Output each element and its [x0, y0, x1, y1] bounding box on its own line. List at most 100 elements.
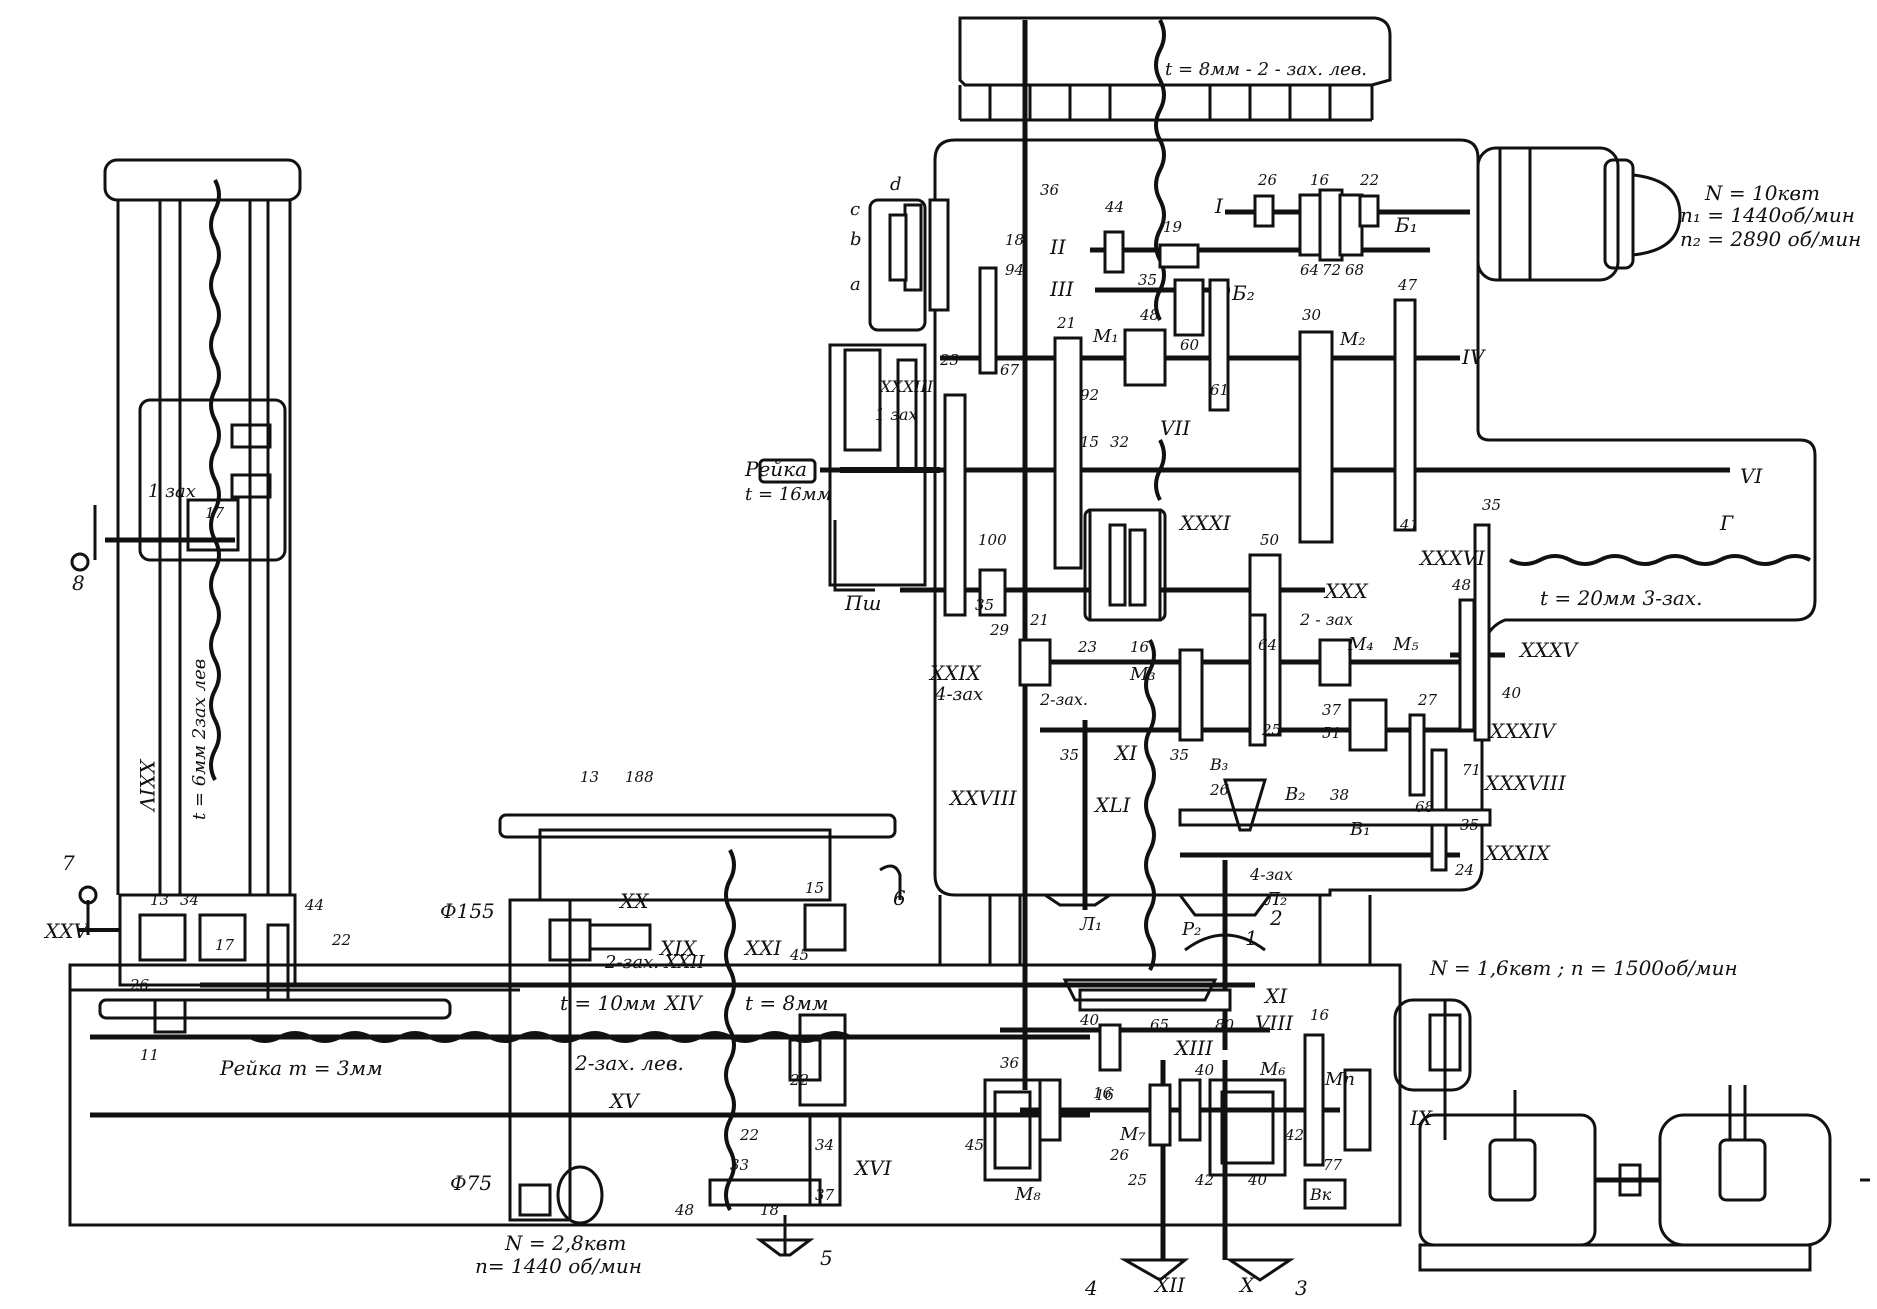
shaft-VII: VII [1160, 416, 1191, 440]
coupling-M6: M₆ [1259, 1059, 1286, 1080]
head-screw-label: 1 зах [148, 481, 196, 502]
teeth-35b: 35 [975, 596, 994, 614]
two-start-xxii: 2-зах. XXII [604, 952, 705, 973]
teeth-19: 19 [1163, 218, 1183, 236]
shaft-XXXI: XXXI [1178, 511, 1232, 535]
teeth-45: 45 [964, 1136, 984, 1154]
teeth-37: 37 [1322, 701, 1342, 719]
shaft-XI-upper: XI [1113, 741, 1138, 765]
diameter-155: Ф155 [440, 899, 495, 923]
teeth-44b: 44 [304, 896, 324, 914]
teeth-16e: 16 [1093, 1084, 1113, 1102]
teeth-41: 41 [1399, 516, 1419, 534]
handle-4: 4 [1084, 1276, 1098, 1300]
screw-right-label: t = 20мм 3-зах. [1540, 586, 1702, 610]
lead-screws [209, 19, 1811, 1211]
teeth-25b: 25 [1127, 1171, 1147, 1189]
teeth-50: 50 [1260, 531, 1280, 549]
teeth-16b: 16 [1130, 638, 1150, 656]
block-B1: Б₁ [1394, 213, 1418, 237]
change-gear-a: a [850, 274, 861, 295]
shaft-XLI: XLI [1093, 793, 1132, 817]
teeth-68: 68 [1345, 261, 1364, 279]
teeth-11: 11 [140, 1046, 159, 1064]
shaft-VIII: VIII [1255, 1011, 1294, 1035]
diameter-75: Ф75 [450, 1171, 492, 1195]
teeth-33: 33 [730, 1156, 749, 1174]
column [78, 158, 452, 1034]
teeth-24: 24 [1454, 861, 1474, 879]
teeth-72: 72 [1322, 261, 1341, 279]
teeth-27: 27 [1417, 691, 1438, 709]
teeth-36: 36 [1040, 181, 1060, 199]
bed [68, 813, 1402, 1227]
coupling-M4: M₄ [1347, 634, 1374, 655]
teeth-65: 65 [1150, 1016, 1169, 1034]
coupling-M1: M₁ [1092, 326, 1119, 347]
screw-bed2-label: t = 8мм [745, 991, 828, 1015]
block-V2: В₂ [1284, 784, 1305, 805]
teeth-26c: 26 [1109, 1146, 1130, 1164]
teeth-188: 188 [625, 768, 654, 786]
teeth-32: 32 [1110, 433, 1129, 451]
teeth-26: 26 [1257, 171, 1278, 189]
teeth-16c: 16 [1310, 1006, 1330, 1024]
block-Psh: Пш [844, 591, 881, 615]
teeth-18b: 18 [760, 1201, 779, 1219]
screw-top-label: t = 8мм - 2 - зах. лев. [1165, 59, 1367, 80]
coupling-M7: M₇ [1119, 1124, 1146, 1145]
teeth-45b: 45 [789, 946, 809, 964]
teeth-23: 23 [939, 351, 959, 369]
shaft-III: III [1049, 277, 1075, 301]
coupling-Mp: Mп [1324, 1069, 1355, 1090]
four-start-xxix: 4-зах [934, 684, 983, 705]
teeth-94: 94 [1005, 261, 1024, 279]
teeth-47: 47 [1397, 276, 1418, 294]
teeth-26d: 26 [129, 976, 150, 994]
screw-bed1-label: t = 10мм [560, 991, 656, 1015]
handle-8: 8 [72, 571, 85, 595]
shaft-XXIV: XXIV [135, 758, 159, 813]
gears [888, 188, 1492, 1167]
block-Vk: Вк [1309, 1185, 1332, 1204]
aux-motors [1303, 998, 1870, 1272]
teeth-44: 44 [1104, 198, 1124, 216]
motor-main-label-1: N = 10квт [1704, 181, 1820, 205]
teeth-35e: 35 [1170, 746, 1189, 764]
shaft-VI: VI [1740, 464, 1763, 488]
teeth-13: 13 [580, 768, 599, 786]
rack-head-label: Рейка [744, 457, 807, 481]
shaft-XVI: XVI [853, 1156, 893, 1180]
screw-bed-note: 2-зах. лев. [574, 1051, 684, 1075]
teeth-100: 100 [978, 531, 1007, 549]
teeth-34: 34 [815, 1136, 834, 1154]
shaft-XIX: XIX [658, 936, 697, 960]
teeth-40: 40 [1501, 684, 1522, 702]
teeth-35: 35 [1138, 271, 1157, 289]
teeth-35c: 35 [1482, 496, 1501, 514]
shaft-XXXIV: XXXIV [1488, 719, 1558, 743]
teeth-48c: 48 [674, 1201, 694, 1219]
rack-head-t-label: t = 16мм [745, 484, 832, 505]
teeth-16: 16 [1310, 171, 1330, 189]
teeth-35d: 35 [1460, 816, 1479, 834]
labels: N = 10квт n₁ = 1440об/мин n₂ = 2890 об/м… [43, 59, 1861, 1300]
motor-small-label-2: n= 1440 об/мин [475, 1254, 642, 1278]
motor-main-label-2: n₁ = 1440об/мин [1680, 203, 1855, 227]
teeth-60: 60 [1180, 336, 1200, 354]
shaft-XXV: XXV [43, 919, 90, 943]
shaft-IX: IX [1409, 1106, 1433, 1130]
change-gear-c: c [850, 199, 860, 220]
handle-6: 6 [893, 886, 906, 910]
teeth-22c: 22 [331, 931, 351, 949]
teeth-16d: 16 [1095, 1086, 1115, 1104]
handle-3: 3 [1295, 1276, 1308, 1300]
block-L1: Л₁ [1079, 914, 1102, 935]
shaft-XXXIII: XXXIII [878, 377, 934, 396]
shaft-II: II [1049, 235, 1067, 259]
motor-small-label-1: N = 2,8квт [504, 1231, 626, 1255]
shaft-X: X [1238, 1273, 1255, 1297]
block-G: Г [1719, 511, 1734, 535]
shaft-XXIX: XXIX [928, 661, 981, 685]
teeth-26b: 26 [1209, 781, 1230, 799]
